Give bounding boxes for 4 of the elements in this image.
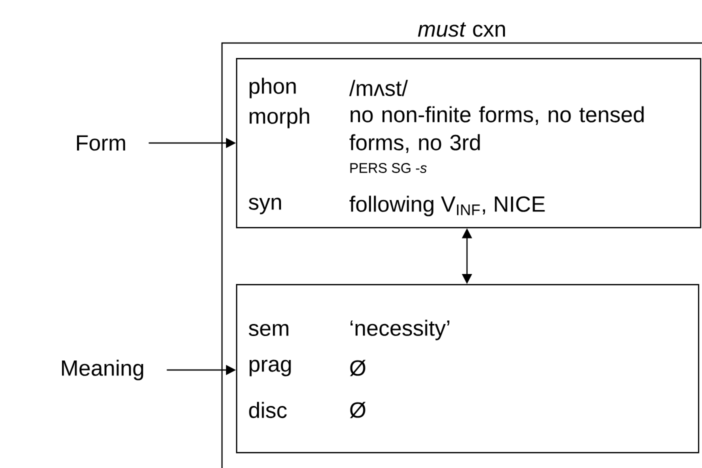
feature-box: phon /mʌst/ morph no non-finite forms, no tensed forms, no 3rd PERS SG -s syn following V$_{INF}$, NICE [236, 58, 702, 228]
feature-box: sem ‘necessity’ prag Ø disc Ø [236, 284, 700, 454]
side-label: Meaning [62, 360, 144, 380]
side-label: Form [77, 135, 126, 151]
